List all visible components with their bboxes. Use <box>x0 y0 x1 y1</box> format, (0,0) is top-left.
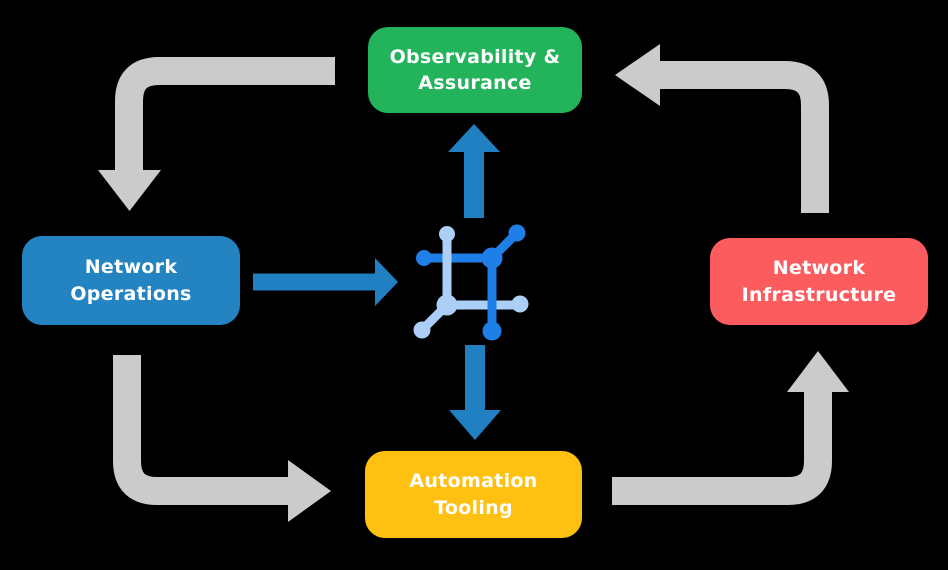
node-automation-tooling: Automation Tooling <box>365 451 582 538</box>
arrow-head-right-icon <box>288 460 331 522</box>
node-observability-label: Observability & Assurance <box>389 45 561 94</box>
arrow-head-right-icon <box>375 258 398 306</box>
node-automation-label: Automation Tooling <box>409 470 538 519</box>
node-infrastructure-label: Network Infrastructure <box>741 257 897 306</box>
arrow-head-down-icon <box>449 410 501 440</box>
arrow-shaft <box>113 355 289 505</box>
arrow-head-up-icon <box>787 351 849 392</box>
node-operations-label: Network Operations <box>70 256 192 305</box>
arrow-icon-to-observability <box>448 124 500 218</box>
arrow-infrastructure-to-observability <box>615 44 829 213</box>
arrow-operations-to-automation <box>113 355 331 522</box>
icon-node-top <box>439 226 455 242</box>
arrow-shaft <box>612 391 832 505</box>
node-network-infrastructure: Network Infrastructure <box>710 238 928 325</box>
arrow-automation-to-infrastructure <box>612 351 849 505</box>
node-network-operations: Network Operations <box>22 236 240 325</box>
arrow-operations-to-icon <box>253 258 398 306</box>
node-observability-assurance: Observability & Assurance <box>368 27 582 113</box>
arrow-observability-to-operations <box>98 57 335 211</box>
icon-node-bottom-left <box>413 321 431 339</box>
arrow-shaft <box>659 61 829 213</box>
icon-node-bottom <box>482 321 502 341</box>
arrow-head-up-icon <box>448 124 500 152</box>
arrow-head-down-icon <box>98 170 161 211</box>
arrow-icon-to-automation <box>449 345 501 440</box>
icon-node-right <box>511 295 529 313</box>
icon-node-top-right <box>508 224 526 242</box>
network-mesh-icon <box>413 224 529 341</box>
icon-node-left <box>416 250 432 266</box>
arrow-head-left-icon <box>615 44 660 106</box>
arrow-shaft <box>115 57 335 172</box>
